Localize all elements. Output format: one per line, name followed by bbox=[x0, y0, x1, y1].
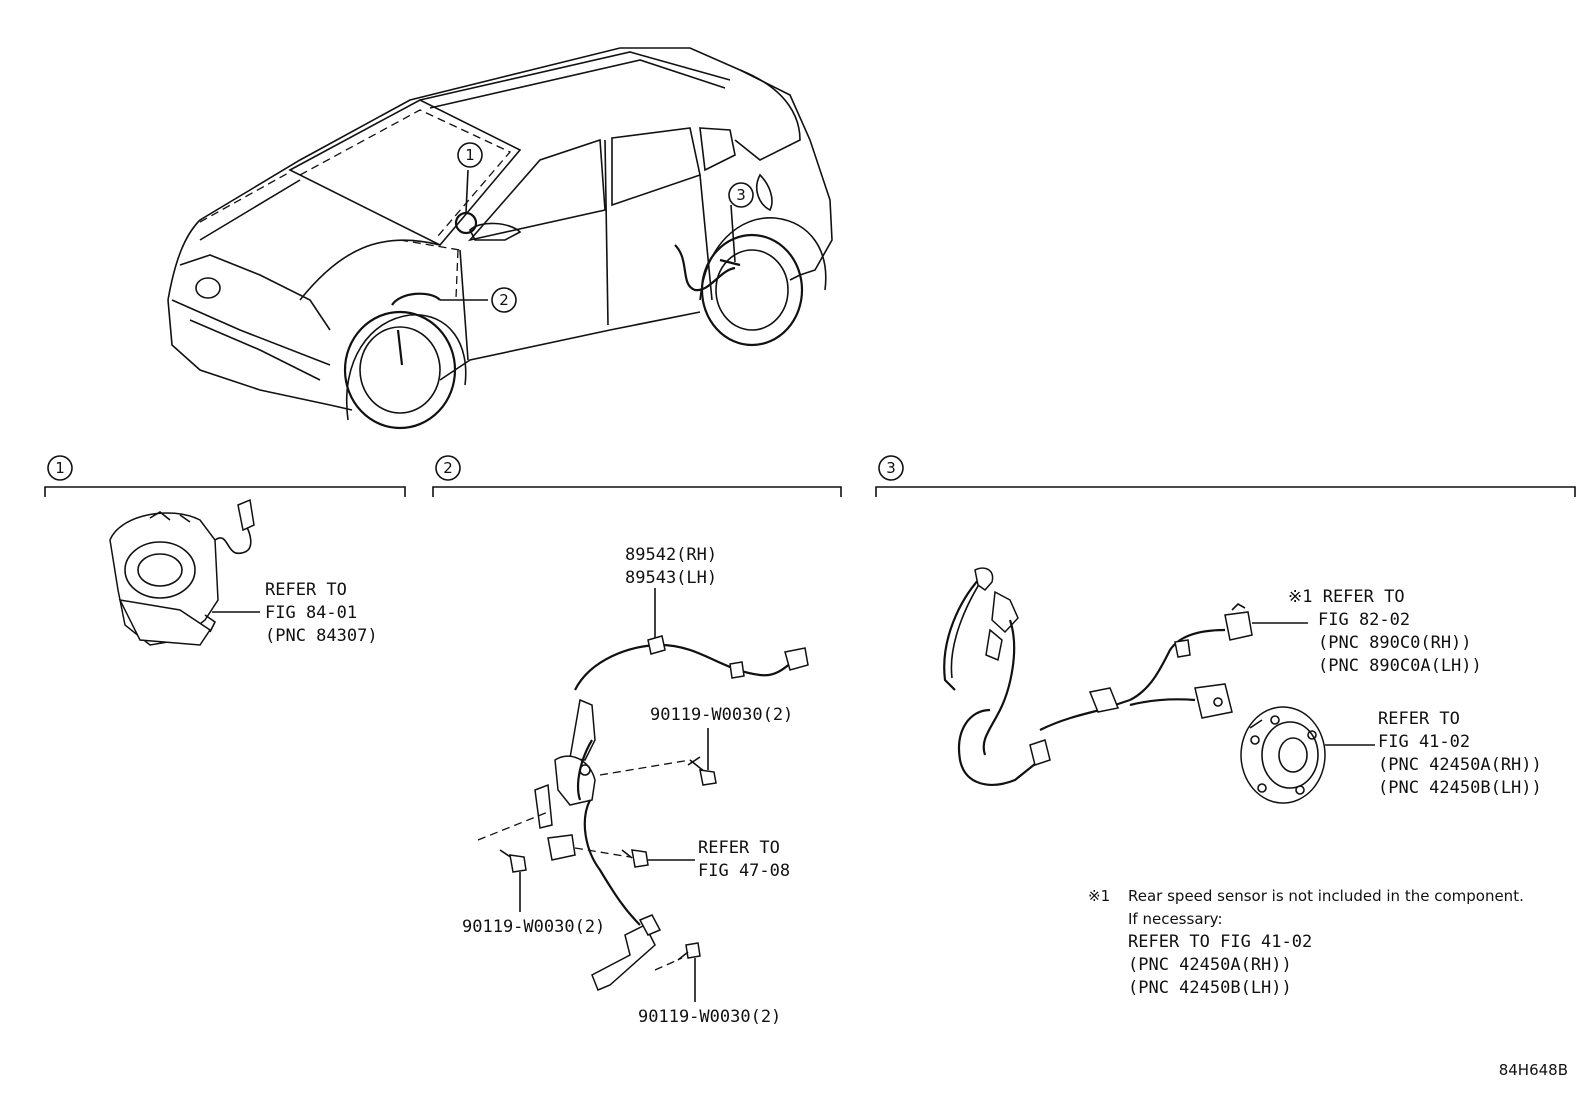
hub-refer-1: REFER TO bbox=[1378, 709, 1460, 729]
bolt-upper-label: 90119-W0030(2) bbox=[650, 705, 793, 725]
bolt-upper bbox=[687, 756, 717, 786]
note-mark: ※1 bbox=[1088, 887, 1110, 905]
spiral-refer-line-3: (PNC 84307) bbox=[265, 626, 378, 646]
car-callout-3: 3 bbox=[736, 186, 746, 204]
hub-refer-3: (PNC 42450A(RH)) bbox=[1378, 755, 1542, 775]
front-speed-sensor-part bbox=[534, 635, 809, 991]
sensor-part-rh: 89542(RH) bbox=[625, 545, 717, 565]
rear-sensor-refer-1: ※1 REFER TO bbox=[1288, 587, 1405, 607]
spiral-cable-part bbox=[109, 498, 255, 646]
spiral-refer-line-1: REFER TO bbox=[265, 580, 347, 600]
bolt-bottom-label: 90119-W0030(2) bbox=[638, 1007, 781, 1027]
section-callout-3: 3 bbox=[886, 459, 896, 477]
section-callout-1: 1 bbox=[55, 459, 65, 477]
rear-sensor-refer-2: FIG 82-02 bbox=[1318, 610, 1410, 630]
hub-refer-2: FIG 41-02 bbox=[1378, 732, 1470, 752]
note-line-2: If necessary: bbox=[1128, 910, 1223, 928]
note-line-1: Rear speed sensor is not included in the… bbox=[1128, 887, 1524, 905]
drawing-id: 84H648B bbox=[1499, 1061, 1568, 1079]
rear-sensor-refer-3: (PNC 890C0(RH)) bbox=[1318, 633, 1472, 653]
refer-47-line-2: FIG 47-08 bbox=[698, 861, 790, 881]
section-header-3: 3 bbox=[875, 455, 1576, 497]
sensor-part-lh: 89543(LH) bbox=[625, 568, 717, 588]
note-pnc-rh: (PNC 42450A(RH)) bbox=[1128, 955, 1292, 975]
section-header-1: 1 bbox=[44, 455, 406, 497]
bolt-bottom-dash bbox=[654, 957, 683, 971]
section-header-2: 2 bbox=[432, 455, 842, 497]
bolt-mid-dash bbox=[574, 847, 631, 858]
bolt-bottom bbox=[677, 942, 701, 961]
hub-refer-4: (PNC 42450B(LH)) bbox=[1378, 778, 1542, 798]
bolt-left-dash bbox=[477, 811, 549, 841]
section-callout-2: 2 bbox=[443, 459, 453, 477]
refer-47-line-1: REFER TO bbox=[698, 838, 780, 858]
bolt-upper-dash bbox=[599, 759, 691, 776]
spiral-refer-line-2: FIG 84-01 bbox=[265, 603, 357, 623]
vehicle-illustration: 1 2 3 bbox=[167, 47, 833, 430]
note-pnc-lh: (PNC 42450B(LH)) bbox=[1128, 978, 1292, 998]
bolt-mid-right bbox=[621, 849, 649, 868]
car-callout-2: 2 bbox=[499, 291, 509, 309]
bolt-left-label: 90119-W0030(2) bbox=[462, 917, 605, 937]
rear-sensor-refer-4: (PNC 890C0A(LH)) bbox=[1318, 656, 1482, 676]
car-callout-1: 1 bbox=[465, 146, 475, 164]
rear-speed-sensor-part bbox=[943, 567, 1253, 786]
bolt-left bbox=[499, 849, 527, 873]
note-refer: REFER TO FIG 41-02 bbox=[1128, 932, 1312, 952]
rear-hub-part bbox=[1240, 706, 1326, 804]
